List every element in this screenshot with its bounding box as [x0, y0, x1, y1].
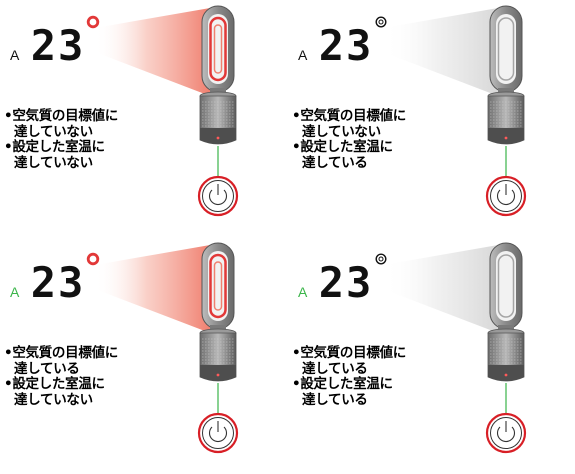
degree-symbol: [375, 16, 387, 28]
temperature-digits: 23: [319, 258, 374, 307]
status-line: •空気質の目標値に: [4, 345, 118, 361]
panel-illustration: A 23: [298, 242, 527, 454]
air-flow-glow: [383, 245, 498, 333]
fan-heater-icon: [199, 5, 237, 145]
fan-heater-icon: [199, 242, 237, 382]
degree-symbol: [375, 253, 387, 265]
power-icon: [197, 412, 239, 454]
fan-heater-icon: [487, 242, 525, 382]
temperature-digits: 23: [319, 21, 374, 70]
status-text: •空気質の目標値に達している•設定した室温に達している: [292, 345, 406, 408]
degree-symbol: [86, 15, 100, 29]
temperature-display: A 23: [10, 252, 100, 307]
status-line: •空気質の目標値に: [292, 108, 406, 124]
air-flow-glow: [383, 8, 498, 96]
status-line: •設定した室温に: [4, 139, 105, 155]
mode-panel-2: A 23 •空気質の目標値に達していない•設定した室温に達している: [288, 0, 575, 237]
temperature-display: A 23: [10, 15, 100, 70]
status-text: •空気質の目標値に達していない•設定した室温に達している: [292, 108, 406, 171]
status-text: •空気質の目標値に達していない•設定した室温に達していない: [4, 108, 118, 171]
mode-panel-3: A 23 •空気質の目標値に達している•設定した室温に達していない: [0, 237, 288, 474]
status-text: •空気質の目標値に達している•設定した室温に達していない: [4, 345, 118, 408]
status-line: 達していない: [14, 123, 93, 140]
power-icon: [197, 175, 239, 217]
mode-label: A: [298, 284, 308, 300]
degree-symbol: [86, 252, 100, 266]
status-line: •設定した室温に: [292, 139, 393, 155]
status-line: 達していない: [14, 391, 93, 408]
status-line: 達していない: [302, 123, 381, 140]
panel-illustration: A 23: [298, 5, 527, 217]
mode-label: A: [10, 284, 20, 300]
air-flow-glow: [95, 8, 210, 96]
status-line: 達している: [302, 360, 368, 377]
status-line: •空気質の目標値に: [4, 108, 118, 124]
status-line: 達していない: [14, 154, 93, 171]
status-line: •空気質の目標値に: [292, 345, 406, 361]
mode-label: A: [298, 47, 308, 63]
power-icon: [485, 175, 527, 217]
status-line: 達している: [14, 360, 80, 377]
power-icon: [485, 412, 527, 454]
temperature-digits: 23: [31, 21, 86, 70]
status-line: •設定した室温に: [292, 376, 393, 392]
status-line: 達している: [302, 154, 368, 171]
temperature-digits: 23: [31, 258, 86, 307]
svg-text:23: 23: [319, 21, 374, 70]
svg-text:23: 23: [31, 21, 86, 70]
temperature-display: A 23: [298, 253, 387, 307]
fan-heater-icon: [487, 5, 525, 145]
status-line: •設定した室温に: [4, 376, 105, 392]
mode-label: A: [10, 47, 20, 63]
svg-text:23: 23: [31, 258, 86, 307]
air-flow-glow: [95, 245, 210, 333]
svg-text:23: 23: [319, 258, 374, 307]
temperature-display: A 23: [298, 16, 387, 70]
status-line: 達している: [302, 391, 368, 408]
panel-illustration: A 23: [10, 5, 239, 217]
panel-illustration: A 23: [10, 242, 239, 454]
